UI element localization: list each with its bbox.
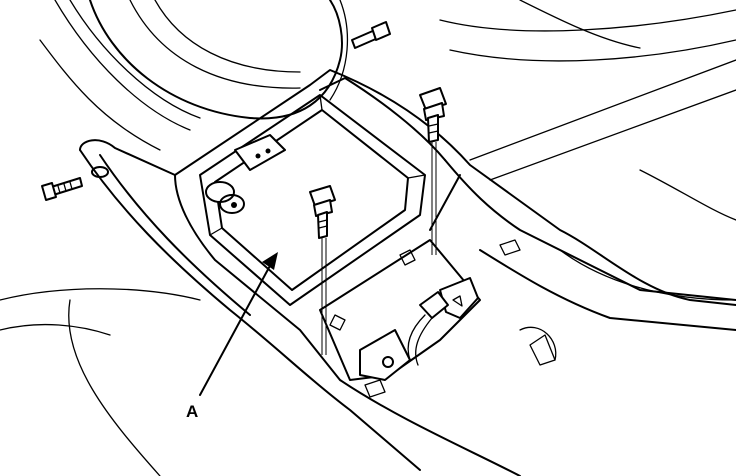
console-shell [79,69,736,476]
screw-icon [351,21,391,49]
seat-back [39,0,348,151]
mounting-bracket [319,239,481,381]
power-outlet-icon [205,181,245,214]
connector-icon [407,291,449,366]
seat-right [439,0,736,301]
bolt-icon-right [419,87,447,255]
switch-plate [234,134,286,171]
bolt-icon [309,185,336,355]
callout-label-a: A [186,402,198,421]
screw-icon-left [41,166,109,201]
storage-tray [199,94,426,306]
seat-cushion-left [0,288,201,476]
console-slots [364,239,557,398]
callout-arrow [199,252,278,396]
